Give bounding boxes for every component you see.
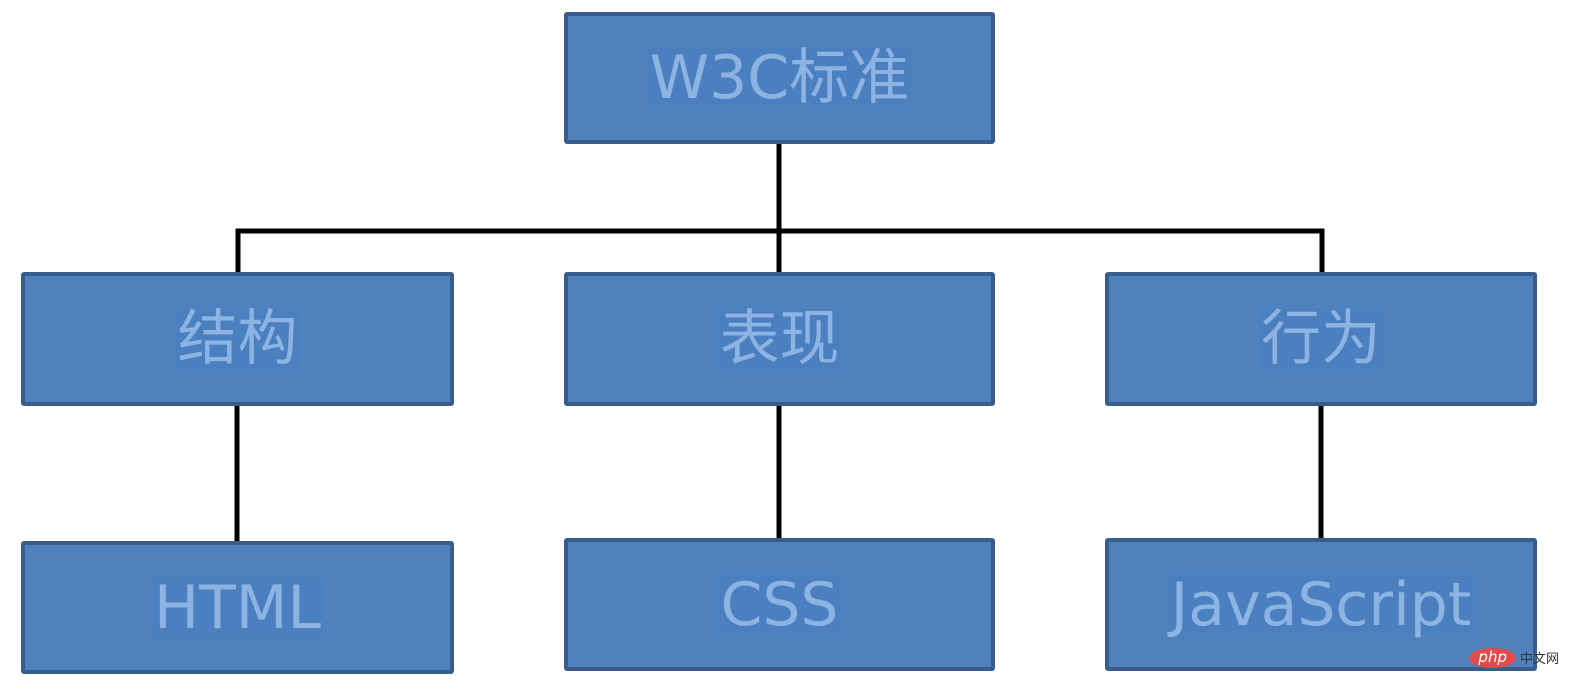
node-structure: 结构: [21, 272, 454, 406]
node-html: HTML: [21, 541, 454, 674]
watermark: php 中文网: [1469, 647, 1559, 668]
node-label-behavior: 行为: [1259, 304, 1383, 374]
node-css: CSS: [564, 538, 995, 671]
node-label-w3c-standard: W3C标准: [647, 43, 912, 113]
watermark-text: 中文网: [1519, 652, 1559, 668]
node-label-html: HTML: [152, 572, 323, 643]
node-presentation: 表现: [564, 272, 995, 406]
node-w3c-standard: W3C标准: [564, 12, 995, 144]
node-javascript: JavaScript: [1105, 538, 1537, 671]
node-label-structure: 结构: [175, 304, 300, 374]
node-label-presentation: 表现: [717, 304, 842, 374]
node-label-css: CSS: [718, 569, 841, 640]
node-label-javascript: JavaScript: [1168, 569, 1474, 640]
node-behavior: 行为: [1105, 272, 1537, 406]
watermark-logo-badge: php: [1469, 647, 1516, 668]
